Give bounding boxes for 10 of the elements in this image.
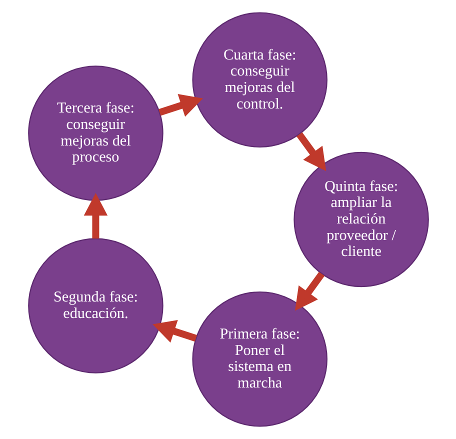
arrow	[158, 94, 202, 117]
node-circle: Segunda fase: educación.	[28, 238, 163, 374]
node-circle: Cuarta fase: conseguir mejoras del control.	[192, 12, 327, 148]
arrow	[83, 193, 108, 239]
arrow	[294, 272, 324, 311]
node-circle: Tercera fase: conseguir mejoras del proceso	[28, 66, 163, 201]
node-circle: Quinta fase: ampliar la relación proveedor / cliente	[293, 152, 428, 288]
arrow	[296, 132, 326, 172]
arrow	[152, 320, 196, 343]
node-circle: Primera fase: Poner el sistema en marcha	[192, 291, 327, 427]
